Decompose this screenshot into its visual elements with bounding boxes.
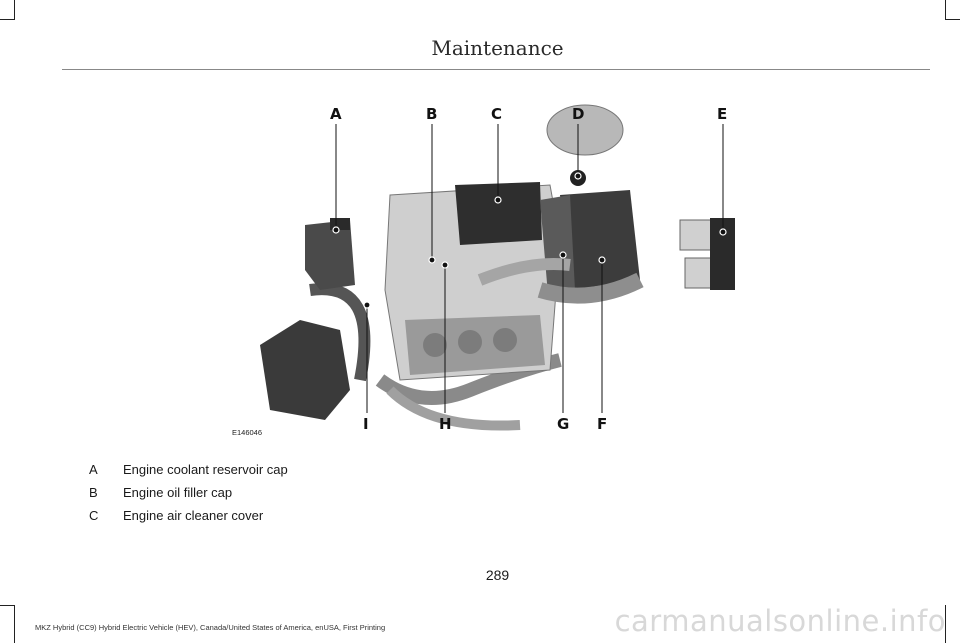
- callout-c: C: [491, 105, 502, 123]
- crop-mark-tr-h: [946, 19, 960, 20]
- watermark: carmanualsonline.info: [614, 604, 946, 638]
- crop-mark-tl-v: [14, 0, 15, 20]
- title-divider: [62, 69, 930, 70]
- crop-mark-bl-h: [0, 605, 14, 606]
- legend-item: A Engine coolant reservoir cap: [89, 458, 288, 481]
- crop-mark-tl-h: [0, 19, 14, 20]
- callout-g: G: [557, 415, 569, 433]
- crop-mark-bl-v: [14, 605, 15, 643]
- crop-mark-br-v: [945, 605, 946, 643]
- crop-mark-tr-v: [945, 0, 946, 20]
- legend-key: B: [89, 485, 98, 500]
- callout-legend: A Engine coolant reservoir cap B Engine …: [89, 458, 288, 527]
- legend-text: Engine oil filler cap: [123, 485, 233, 500]
- callout-b: B: [426, 105, 437, 123]
- document-footer: MKZ Hybrid (CC9) Hybrid Electric Vehicle…: [35, 623, 386, 632]
- legend-key: C: [89, 508, 99, 523]
- page-number: 289: [485, 567, 510, 583]
- legend-text: Engine air cleaner cover: [123, 508, 264, 523]
- callout-a: A: [330, 105, 342, 123]
- legend-key: A: [89, 462, 98, 477]
- callout-d: D: [572, 105, 584, 123]
- engine-illustration-icon: A B C D E I H G F E146046: [232, 104, 735, 437]
- callout-i: I: [363, 415, 369, 433]
- callout-f: F: [597, 415, 607, 433]
- engine-figure: A B C D E I H G F E146046: [230, 90, 790, 440]
- figure-code: E146046: [232, 428, 262, 437]
- section-title: Maintenance: [431, 36, 564, 60]
- legend-item: B Engine oil filler cap: [89, 481, 288, 504]
- legend-text: Engine coolant reservoir cap: [123, 462, 288, 477]
- legend-item: C Engine air cleaner cover: [89, 504, 288, 527]
- callout-e: E: [717, 105, 727, 123]
- callout-h: H: [439, 415, 452, 433]
